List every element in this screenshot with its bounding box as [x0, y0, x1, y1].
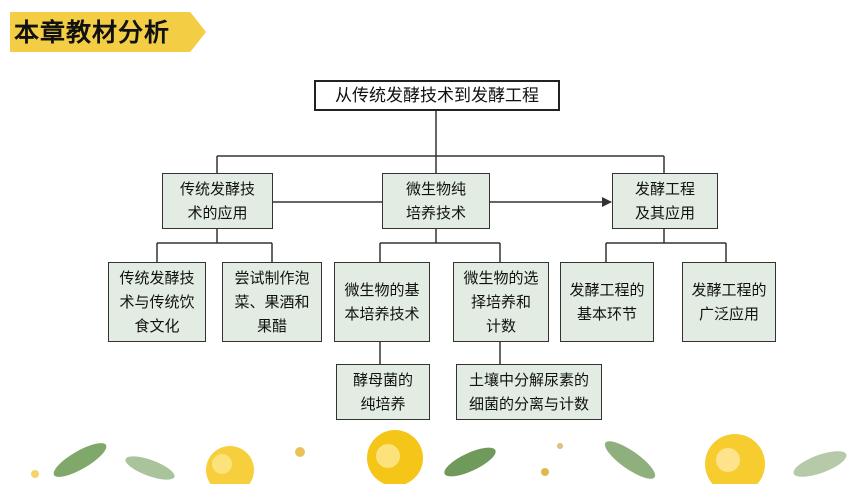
flower-icon: [206, 430, 765, 484]
node-line: 微生物纯: [405, 180, 466, 198]
node-pickle-wine-vinegar: 尝试制作泡 菜、果酒和 果醋: [222, 262, 322, 342]
node-line: 纯培养: [360, 395, 406, 413]
node-traditional-fermentation-application: 传统发酵技 术的应用: [162, 173, 273, 229]
leaf-icon: [53, 441, 847, 480]
node-line: 广泛应用: [698, 305, 759, 323]
node-line: 细菌的分离与计数: [468, 395, 589, 413]
node-line: 及其应用: [634, 204, 695, 222]
node-line: 基本环节: [576, 305, 637, 323]
node-line: 计数: [485, 317, 516, 335]
node-line: 土壤中分解尿素的: [468, 371, 589, 389]
node-line: 本培养技术: [344, 305, 420, 323]
node-line: 果醋: [256, 317, 287, 335]
node-root: 从传统发酵技术到发酵工程: [314, 80, 560, 111]
node-line: 酵母菌的: [352, 371, 413, 389]
node-line: 微生物的基: [344, 281, 420, 299]
node-fermentation-engineering: 发酵工程 及其应用: [612, 173, 718, 229]
node-selective-culture-counting: 微生物的选 择培养和 计数: [453, 262, 549, 342]
concept-diagram-connectors: [156, 110, 727, 364]
small-flower-icon: [31, 443, 563, 478]
node-line: 术的应用: [187, 204, 248, 222]
node-urea-bacteria-isolation: 土壤中分解尿素的 细菌的分离与计数: [456, 364, 602, 420]
node-line: 菜、果酒和: [234, 293, 310, 311]
node-traditional-food-culture: 传统发酵技 术与传统饮 食文化: [108, 262, 206, 342]
node-fermentation-basic-steps: 发酵工程的 基本环节: [560, 262, 654, 342]
node-line: 微生物的选: [463, 269, 539, 287]
node-line: 发酵工程: [634, 180, 695, 198]
node-fermentation-applications: 发酵工程的 广泛应用: [682, 262, 776, 342]
page-title: 本章教材分析: [14, 18, 171, 47]
floral-footer-decoration: [0, 430, 860, 484]
node-line: 择培养和: [470, 293, 531, 311]
node-line: 尝试制作泡: [234, 269, 310, 287]
node-line: 食文化: [134, 317, 180, 335]
node-microbe-pure-culture: 微生物纯 培养技术: [382, 173, 490, 229]
node-line: 传统发酵技: [179, 180, 255, 198]
node-line: 发酵工程的: [691, 281, 767, 299]
node-yeast-pure-culture: 酵母菌的 纯培养: [336, 364, 430, 420]
title-banner: [10, 12, 206, 52]
node-line: 术与传统饮: [119, 293, 195, 311]
node-basic-culture-technique: 微生物的基 本培养技术: [334, 262, 430, 342]
node-line: 培养技术: [405, 204, 466, 222]
node-line: 传统发酵技: [119, 269, 195, 287]
node-line: 发酵工程的: [569, 281, 645, 299]
